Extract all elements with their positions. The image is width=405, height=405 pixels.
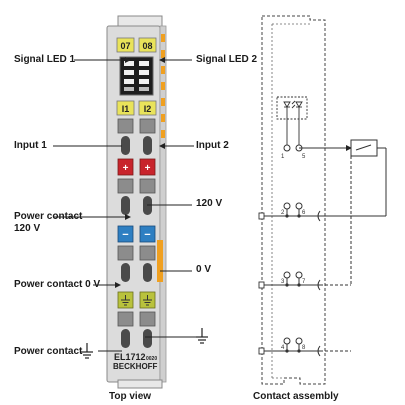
label-0v: 0 V [196,264,212,275]
label-input-2: Input 2 [196,140,229,151]
label-120v: 120 V [196,198,223,209]
terminal-red-left [117,158,134,176]
input-1-text: I1 [122,104,130,114]
leader-lines [53,57,196,352]
label-power-contact-120v-line2: 120 V [14,223,41,234]
led-07-text: 07 [120,41,130,51]
model-suffix-text: 0020 [146,356,157,362]
contact-6-label: 6 [302,210,306,216]
plus-left: + [123,163,129,174]
led-08-text: 08 [142,41,152,51]
optocoupler-box [276,96,308,120]
contact-7-label: 7 [302,279,306,285]
label-power-contact-pe: Power contact [14,346,83,357]
terminal-blue-left [117,225,134,243]
contact-row-pe: 4 8 [258,337,321,357]
led-08-box [138,37,157,53]
contact-1-label: 1 [281,154,285,160]
minus-left: − [122,229,128,241]
terminal-row-inputs [117,118,156,155]
input-1-box [116,100,135,116]
plus-right: + [145,163,151,174]
label-input-1: Input 1 [14,140,47,151]
ground-icon-pe-left [81,343,93,359]
terminal-row-pe [117,311,156,348]
terminal-blue-right [139,225,156,243]
caption-contact-assembly: Contact assembly [253,391,339,402]
label-power-contact-0v: Power contact 0 V [14,279,101,290]
input-2-text: I2 [144,104,152,114]
contact-2-label: 2 [281,210,285,216]
model-text: EL1712 [114,352,146,362]
led-07-box [116,37,135,53]
brand-text: BECKHOFF [113,362,158,371]
label-signal-led-2: Signal LED 2 [196,54,258,65]
contact-assembly: 1 5 2 6 3 7 [258,15,387,385]
contact-5-label: 5 [302,154,306,160]
terminal-pe [117,291,156,309]
contact-8-label: 8 [302,345,306,351]
input-2-box [138,100,157,116]
ground-icon-pe-right [196,328,208,344]
minus-right: − [144,229,150,241]
label-signal-led-1: Signal LED 1 [14,54,76,65]
terminal-module: 07 08 I1 I2 + + [106,15,167,389]
side-contacts [157,34,165,282]
terminal-row-0v [117,245,156,282]
contact-3-label: 3 [281,279,285,285]
external-switch [299,139,387,352]
contact-row-120v: 2 6 [258,202,321,222]
label-power-contact-120v-line1: Power contact [14,211,83,222]
contact-1-dot [283,144,291,152]
contact-4-label: 4 [281,345,285,351]
led-window [119,56,154,96]
terminal-red-right [139,158,156,176]
contact-row-0v: 3 7 [258,271,321,291]
caption-top-view: Top view [109,391,152,402]
